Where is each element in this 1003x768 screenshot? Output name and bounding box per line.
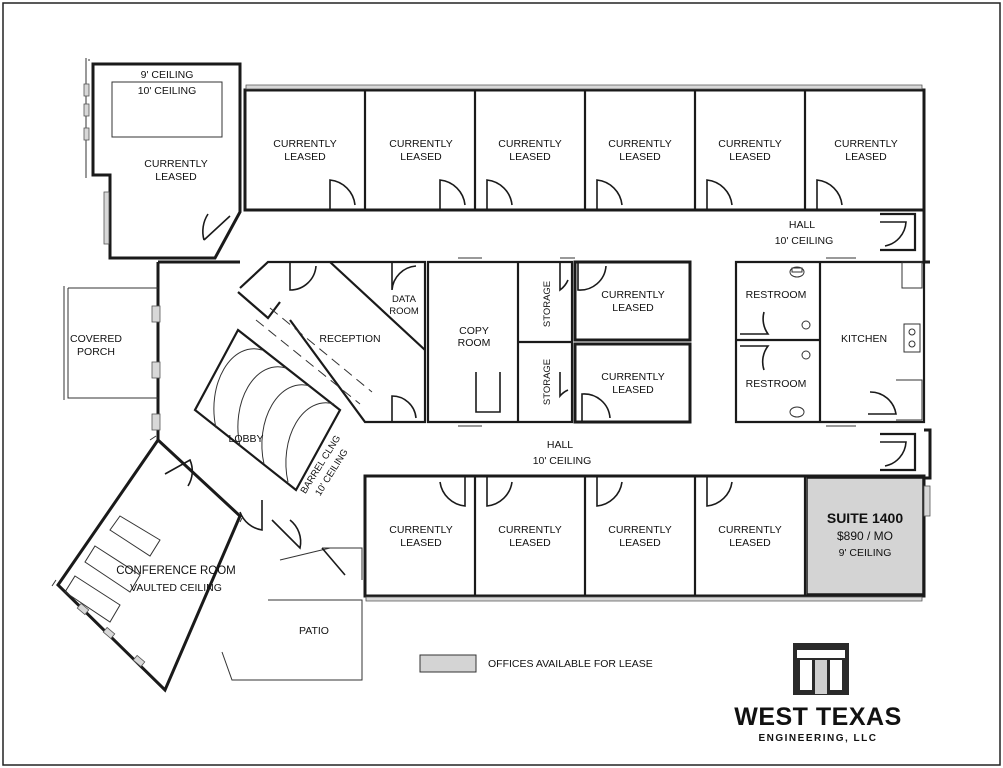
patio-label: PATIO bbox=[299, 625, 329, 637]
office-label: CURRENTLY LEASED bbox=[834, 138, 897, 163]
copy-storage-block: COPY ROOM STORAGE STORAGE bbox=[426, 257, 575, 427]
legend-label: OFFICES AVAILABLE FOR LEASE bbox=[488, 658, 653, 670]
covered-porch: COVERED PORCH bbox=[63, 286, 161, 431]
restroom-kitchen-block: RESTROOM RESTROOM KITCHEN bbox=[734, 257, 926, 427]
suite-title: SUITE 1400 bbox=[827, 510, 903, 526]
svg-text:CURRENTLY: CURRENTLY bbox=[718, 524, 781, 536]
svg-text:CURRENTLY: CURRENTLY bbox=[273, 138, 336, 150]
office-label: CURRENTLY LEASED bbox=[273, 138, 336, 163]
office-label: CURRENTLY LEASED bbox=[498, 524, 561, 549]
svg-text:LEASED: LEASED bbox=[729, 537, 771, 549]
svg-text:LEASED: LEASED bbox=[509, 537, 551, 549]
legend-swatch bbox=[419, 654, 477, 673]
office-label: CURRENTLY LEASED bbox=[498, 138, 561, 163]
office-label: CURRENTLY LEASED bbox=[389, 138, 452, 163]
patio: PATIO bbox=[221, 547, 363, 681]
main-hall: HALL 10' CEILING bbox=[533, 439, 592, 467]
svg-text:CURRENTLY: CURRENTLY bbox=[389, 524, 452, 536]
conference-room-label: CONFERENCE ROOM bbox=[116, 565, 235, 577]
reception-area: RECEPTION DATA ROOM bbox=[237, 260, 427, 424]
copy-room-label: COPY bbox=[459, 325, 489, 337]
middle-offices: CURRENTLY LEASED CURRENTLY LEASED bbox=[573, 260, 692, 424]
office-label: CURRENTLY bbox=[601, 289, 664, 301]
conference-ceiling-label: VAULTED CEILING bbox=[130, 582, 222, 594]
svg-text:PORCH: PORCH bbox=[77, 346, 115, 358]
hall-label: HALL bbox=[789, 219, 815, 231]
svg-text:LEASED: LEASED bbox=[400, 537, 442, 549]
storage-label: STORAGE bbox=[542, 359, 553, 405]
logo-subtitle: ENGINEERING, LLC bbox=[758, 733, 877, 744]
svg-text:LEASED: LEASED bbox=[284, 151, 326, 163]
logo-company-name: WEST TEXAS bbox=[734, 703, 902, 731]
restroom-label: RESTROOM bbox=[746, 378, 807, 390]
office-label: CURRENTLY bbox=[601, 371, 664, 383]
svg-text:CURRENTLY: CURRENTLY bbox=[718, 138, 781, 150]
svg-text:LEASED: LEASED bbox=[619, 537, 661, 549]
svg-text:CURRENTLY: CURRENTLY bbox=[498, 524, 561, 536]
storage-label: STORAGE bbox=[542, 281, 553, 327]
ceiling-label: 9' CEILING bbox=[141, 69, 194, 81]
data-room-label: ROOM bbox=[389, 306, 419, 317]
lobby-barrel: LOBBY BARREL CLNG 10' CEILING bbox=[193, 328, 351, 498]
copy-room-label: ROOM bbox=[458, 337, 491, 349]
bottom-office-row: CURRENTLY LEASED CURRENTLY LEASED CURREN… bbox=[363, 474, 931, 602]
office-label: CURRENTLY LEASED bbox=[718, 524, 781, 549]
office-label: LEASED bbox=[612, 384, 654, 396]
hall-ceiling-label: 10' CEILING bbox=[533, 455, 592, 467]
reception-label: RECEPTION bbox=[319, 333, 380, 345]
lobby-label: LOBBY bbox=[228, 433, 263, 445]
svg-text:CURRENTLY: CURRENTLY bbox=[498, 138, 561, 150]
svg-text:LEASED: LEASED bbox=[509, 151, 551, 163]
suite-ceiling: 9' CEILING bbox=[839, 547, 892, 559]
legend: OFFICES AVAILABLE FOR LEASE bbox=[419, 654, 653, 673]
office-label: CURRENTLY LEASED bbox=[608, 138, 671, 163]
building-shell: HALL 10' CEILING bbox=[156, 210, 932, 480]
svg-text:CURRENTLY: CURRENTLY bbox=[389, 138, 452, 150]
kitchen-label: KITCHEN bbox=[841, 333, 887, 345]
ceiling-label: 10' CEILING bbox=[138, 85, 197, 97]
restroom-label: RESTROOM bbox=[746, 289, 807, 301]
svg-text:CURRENTLY: CURRENTLY bbox=[834, 138, 897, 150]
office-status-label: CURRENTLY bbox=[144, 158, 207, 170]
svg-text:CURRENTLY: CURRENTLY bbox=[608, 138, 671, 150]
top-left-office: 9' CEILING 10' CEILING CURRENTLY LEASED bbox=[83, 58, 242, 260]
conference-room: CONFERENCE ROOM VAULTED CEILING bbox=[51, 435, 331, 693]
top-office-row: CURRENTLY LEASED CURRENTLY LEASED CURREN… bbox=[243, 84, 926, 212]
svg-text:LEASED: LEASED bbox=[400, 151, 442, 163]
hall-ceiling-label: 10' CEILING bbox=[775, 235, 834, 247]
office-status-label: LEASED bbox=[155, 171, 197, 183]
company-logo: WEST TEXAS ENGINEERING, LLC bbox=[734, 643, 902, 744]
suite-price: $890 / MO bbox=[837, 529, 893, 543]
svg-text:CURRENTLY: CURRENTLY bbox=[608, 524, 671, 536]
svg-text:LEASED: LEASED bbox=[729, 151, 771, 163]
suite-1400-area[interactable] bbox=[806, 477, 924, 595]
svg-text:LEASED: LEASED bbox=[619, 151, 661, 163]
svg-text:LEASED: LEASED bbox=[845, 151, 887, 163]
office-label: CURRENTLY LEASED bbox=[608, 524, 671, 549]
office-label: CURRENTLY LEASED bbox=[718, 138, 781, 163]
data-room-label: DATA bbox=[392, 294, 417, 305]
office-label: LEASED bbox=[612, 302, 654, 314]
hall-label: HALL bbox=[547, 439, 573, 451]
svg-text:COVERED: COVERED bbox=[70, 333, 122, 345]
office-label: CURRENTLY LEASED bbox=[389, 524, 452, 549]
